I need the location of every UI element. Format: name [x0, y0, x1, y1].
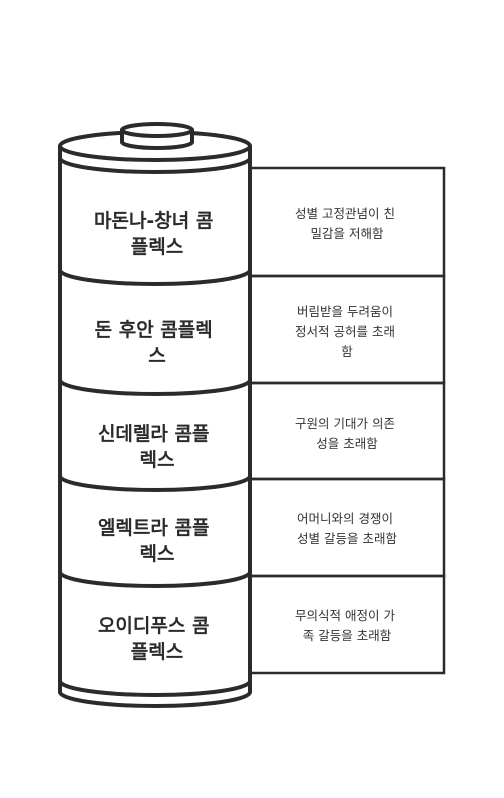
- segment-divider: [58, 378, 252, 396]
- description-texts: 성별 고정관념이 친 밀감을 저해함 버림받을 두려움이 정서적 공허를 초래 …: [295, 206, 399, 643]
- segment-divider: [58, 679, 252, 697]
- segment-divider: [58, 570, 252, 588]
- segment-divider: [58, 156, 252, 174]
- segment-titles: 마돈나-창녀 콤 플렉스 돈 후안 콤플렉 스 신데렐라 콤플 렉스 엘렉트라 …: [94, 210, 220, 663]
- battery-terminal: [120, 122, 194, 150]
- description-text-1: 성별 고정관념이 친 밀감을 저해함: [295, 206, 399, 241]
- segment-title-3: 신데렐라 콤플 렉스: [98, 423, 216, 471]
- description-box-1: [248, 166, 446, 278]
- segment-title-1: 마돈나-창녀 콤 플렉스: [94, 210, 220, 258]
- description-text-4: 어머니와의 경쟁이 성별 갈등을 초래함: [297, 511, 397, 546]
- description-box-5: [248, 574, 446, 675]
- description-text-2: 버림받을 두려움이 정서적 공허를 초래 함: [295, 304, 399, 359]
- description-box-4: [248, 477, 446, 578]
- segment-divider: [58, 268, 252, 286]
- description-box-3: [248, 381, 446, 481]
- segment-title-2: 돈 후안 콤플렉 스: [95, 319, 220, 367]
- cylinder: [58, 122, 252, 708]
- description-text-3: 구원의 기대가 의존 성을 초래함: [295, 416, 399, 451]
- segment-divider: [58, 474, 252, 492]
- description-text-5: 무의식적 애정이 가 족 갈등을 초래함: [295, 608, 399, 643]
- segment-title-4: 엘렉트라 콤플 렉스: [98, 517, 216, 565]
- segment-title-5: 오이디푸스 콤 플렉스: [98, 615, 216, 663]
